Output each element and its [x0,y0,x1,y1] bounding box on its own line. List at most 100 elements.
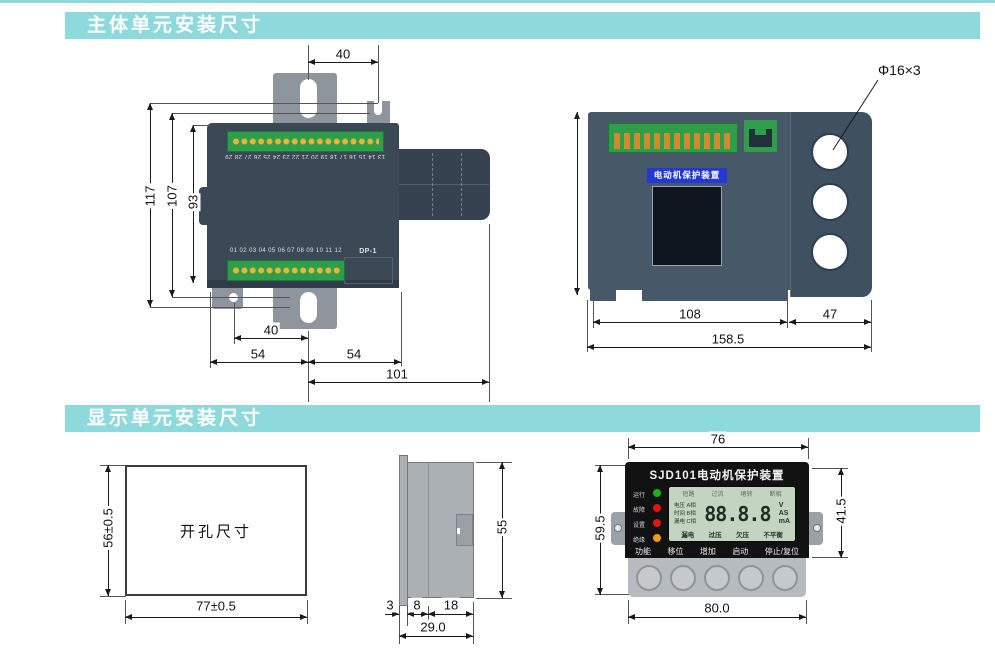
dim-line-40-top [308,59,378,65]
lcd-units: V AS mA [778,501,790,525]
ext-line [193,125,209,126]
ext-line [595,465,625,466]
ext-line [808,438,809,459]
ext-line [489,224,490,402]
ext-line [100,596,126,597]
section1-header: 主体单元安装尺寸 [65,12,980,39]
function-button[interactable] [636,565,662,591]
dim-line-54-left [210,359,308,365]
ct-extension-block [399,149,490,220]
nameplate-window [652,186,722,266]
dim-label: 8 [411,597,423,613]
button-label-shift: 移位 [667,547,684,556]
ext-line [812,468,848,469]
ear-hole-left [614,524,622,532]
dim-label: 40 [333,46,353,62]
button-labels: 功能 移位 增加 启动 停止/复位 [625,546,809,557]
device-name-label: 电动机保护装置 [647,168,727,183]
ext-line [871,300,872,352]
top-accent-bar [0,0,995,3]
terminal-dots-top [232,138,379,145]
dim-line-101 [308,379,489,385]
hole-size-note: Φ16×3 [878,62,921,78]
ext-line [150,103,378,104]
led-label-set: 设置 [633,523,646,529]
bottom-left-tab [212,288,243,309]
dim-label: 107 [164,183,180,209]
dim-label: 59.5 [592,513,608,543]
comm-port [744,120,777,152]
start-button[interactable] [738,565,764,591]
ext-line [787,300,788,328]
dim-label: 18 [441,597,461,613]
terminal-numbers-top: 13 14 15 16 17 18 19 20 21 22 23 24 25 2… [224,153,385,159]
ext-line [401,292,402,368]
insulation-led [653,534,661,542]
dim-label: 108 [677,306,703,322]
dim-label: 101 [384,366,410,382]
shift-button[interactable] [670,565,696,591]
dp1-port-label: DP-1 [359,248,377,255]
terminal-dots-bottom [232,267,340,274]
body-bottom-edge [207,280,399,288]
ext-line [587,300,588,352]
dim-label: 158.5 [709,331,747,347]
dim-label: 80.0 [702,600,732,616]
ext-line [593,300,594,328]
dim-line-158 [587,344,871,350]
fault-led [653,504,661,512]
dim-label: 29.0 [418,619,448,635]
rear-connector [456,514,473,546]
ext-line [812,557,848,558]
terminal-strip-bottom [227,260,345,281]
terminal-strip-top [227,131,384,152]
dim-label: 56±0.5 [100,506,116,550]
din-foot-right [642,290,788,301]
ext-line [234,303,235,344]
keypad-buttons [628,561,806,595]
increase-button[interactable] [704,565,730,591]
led-label-fault: 故障 [633,508,646,514]
lcd-display: 短路 过流 堵转 断相 电压 A相 时间 B相 漏电 C相 88.8.8 V A… [668,486,796,542]
ext-line [806,600,807,624]
terminal-numbers-bottom: 01 02 03 04 05 06 07 08 09 10 11 12 [230,248,342,254]
dim-label: 77±0.5 [194,598,238,614]
dim-line-80 [628,614,806,620]
ear-hole-right [813,524,821,532]
ext-line [210,292,211,368]
dp1-port-outline [344,257,393,284]
ct-hole-3 [811,233,849,271]
dim-line-47 [789,319,871,325]
ext-line [378,45,379,103]
dim-line-29 [399,633,473,639]
dim-label: 76 [708,431,728,447]
connector-pin [457,528,460,534]
stop-reset-button[interactable] [772,565,798,591]
dim-label: 117 [142,183,158,209]
top-clip-notch [374,101,382,115]
ext-line [399,606,400,644]
ext-line [125,600,126,624]
ext-line [172,297,290,298]
ct-hole-2 [811,183,849,221]
cutout-label: 开孔尺寸 [177,520,255,542]
lcd-left-labels: 电压 A相 时间 B相 漏电 C相 [674,502,697,525]
dim-label: 54 [248,346,268,362]
din-foot-left [590,290,616,301]
ext-line [476,462,512,463]
run-led [653,489,661,497]
button-label-increase: 增加 [699,547,716,556]
ext-line [150,307,290,308]
top-mount-slot [300,79,317,118]
dim-line-40-bottom [234,335,308,341]
dim-line-108 [593,319,787,325]
led-label-run: 运行 [633,493,646,499]
dim-line-8 [407,611,428,617]
dim-label: 93 [185,192,201,212]
ext-line [473,602,474,644]
body-left-lug [199,187,208,225]
section2-header: 显示单元安装尺寸 [65,405,980,432]
side-terminal-bars [614,133,732,149]
ext-line [307,600,308,624]
